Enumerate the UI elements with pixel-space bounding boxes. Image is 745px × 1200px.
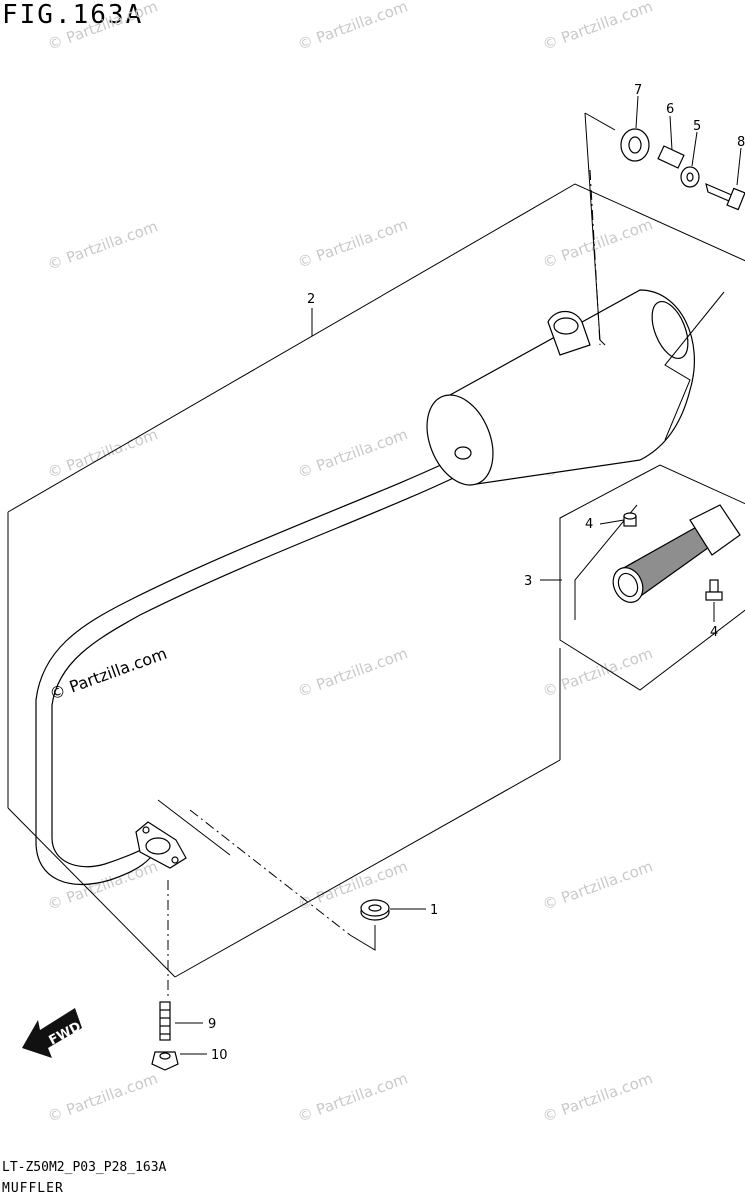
- watermark: © Partzilla.com: [540, 0, 655, 54]
- assembly-frame: [7, 183, 745, 978]
- fwd-arrow: FWD: [22, 1008, 84, 1058]
- muffler-body: [426, 289, 695, 486]
- watermark: © Partzilla.com: [295, 425, 410, 482]
- watermarks: © Partzilla.com © Partzilla.com © Partzi…: [45, 0, 655, 1126]
- part-nut: [151, 1051, 179, 1071]
- watermark: © Partzilla.com: [540, 1069, 655, 1126]
- callout-numbers: 1 2 3 4 4 5 6 7 8 9 10: [208, 83, 745, 1063]
- callout-4-lower: 4: [710, 625, 718, 640]
- watermark: © Partzilla.com: [540, 644, 655, 701]
- part-rubber-mount: [620, 128, 650, 162]
- callout-7: 7: [634, 83, 642, 98]
- figure-code: LT-Z50M2_P03_P28_163A: [2, 1160, 167, 1175]
- watermark: © Partzilla.com: [45, 857, 160, 914]
- callout-1: 1: [430, 903, 438, 918]
- part-flange: [135, 821, 187, 869]
- watermark: © Partzilla.com: [540, 857, 655, 914]
- part-spark-arrester: [612, 504, 741, 603]
- figure-title: FIG.163A: [2, 0, 144, 30]
- figure-name: MUFFLER: [2, 1181, 64, 1196]
- part-stud: [159, 1001, 171, 1041]
- part-bolt-upper: [623, 512, 637, 527]
- part-bolt-8: [705, 182, 745, 211]
- watermark: © Partzilla.com: [295, 215, 410, 272]
- exhaust-pipe: [35, 454, 471, 886]
- part-washer: [680, 166, 700, 188]
- callout-leaders: [175, 95, 742, 1055]
- callout-4-upper: 4: [585, 517, 593, 532]
- part-bolt-lower: [705, 579, 723, 601]
- callout-5: 5: [693, 119, 701, 134]
- part-collar: [657, 145, 685, 169]
- watermark: © Partzilla.com: [45, 217, 160, 274]
- watermark: © Partzilla.com: [45, 0, 160, 54]
- guide-lines: [157, 112, 725, 951]
- watermark-dark: © Partzilla.com: [47, 644, 170, 704]
- callout-10: 10: [211, 1048, 228, 1063]
- callout-3: 3: [524, 574, 532, 589]
- callout-2: 2: [307, 292, 315, 307]
- callout-8: 8: [737, 135, 745, 150]
- watermark: © Partzilla.com: [295, 644, 410, 701]
- callout-9: 9: [208, 1017, 216, 1032]
- watermark: © Partzilla.com: [540, 215, 655, 272]
- watermark: © Partzilla.com: [295, 1069, 410, 1126]
- callout-6: 6: [666, 102, 674, 117]
- watermark: © Partzilla.com: [45, 1069, 160, 1126]
- part-grommet: [360, 899, 390, 921]
- part3-inset-frame: [559, 464, 745, 691]
- watermark: © Partzilla.com: [295, 0, 410, 54]
